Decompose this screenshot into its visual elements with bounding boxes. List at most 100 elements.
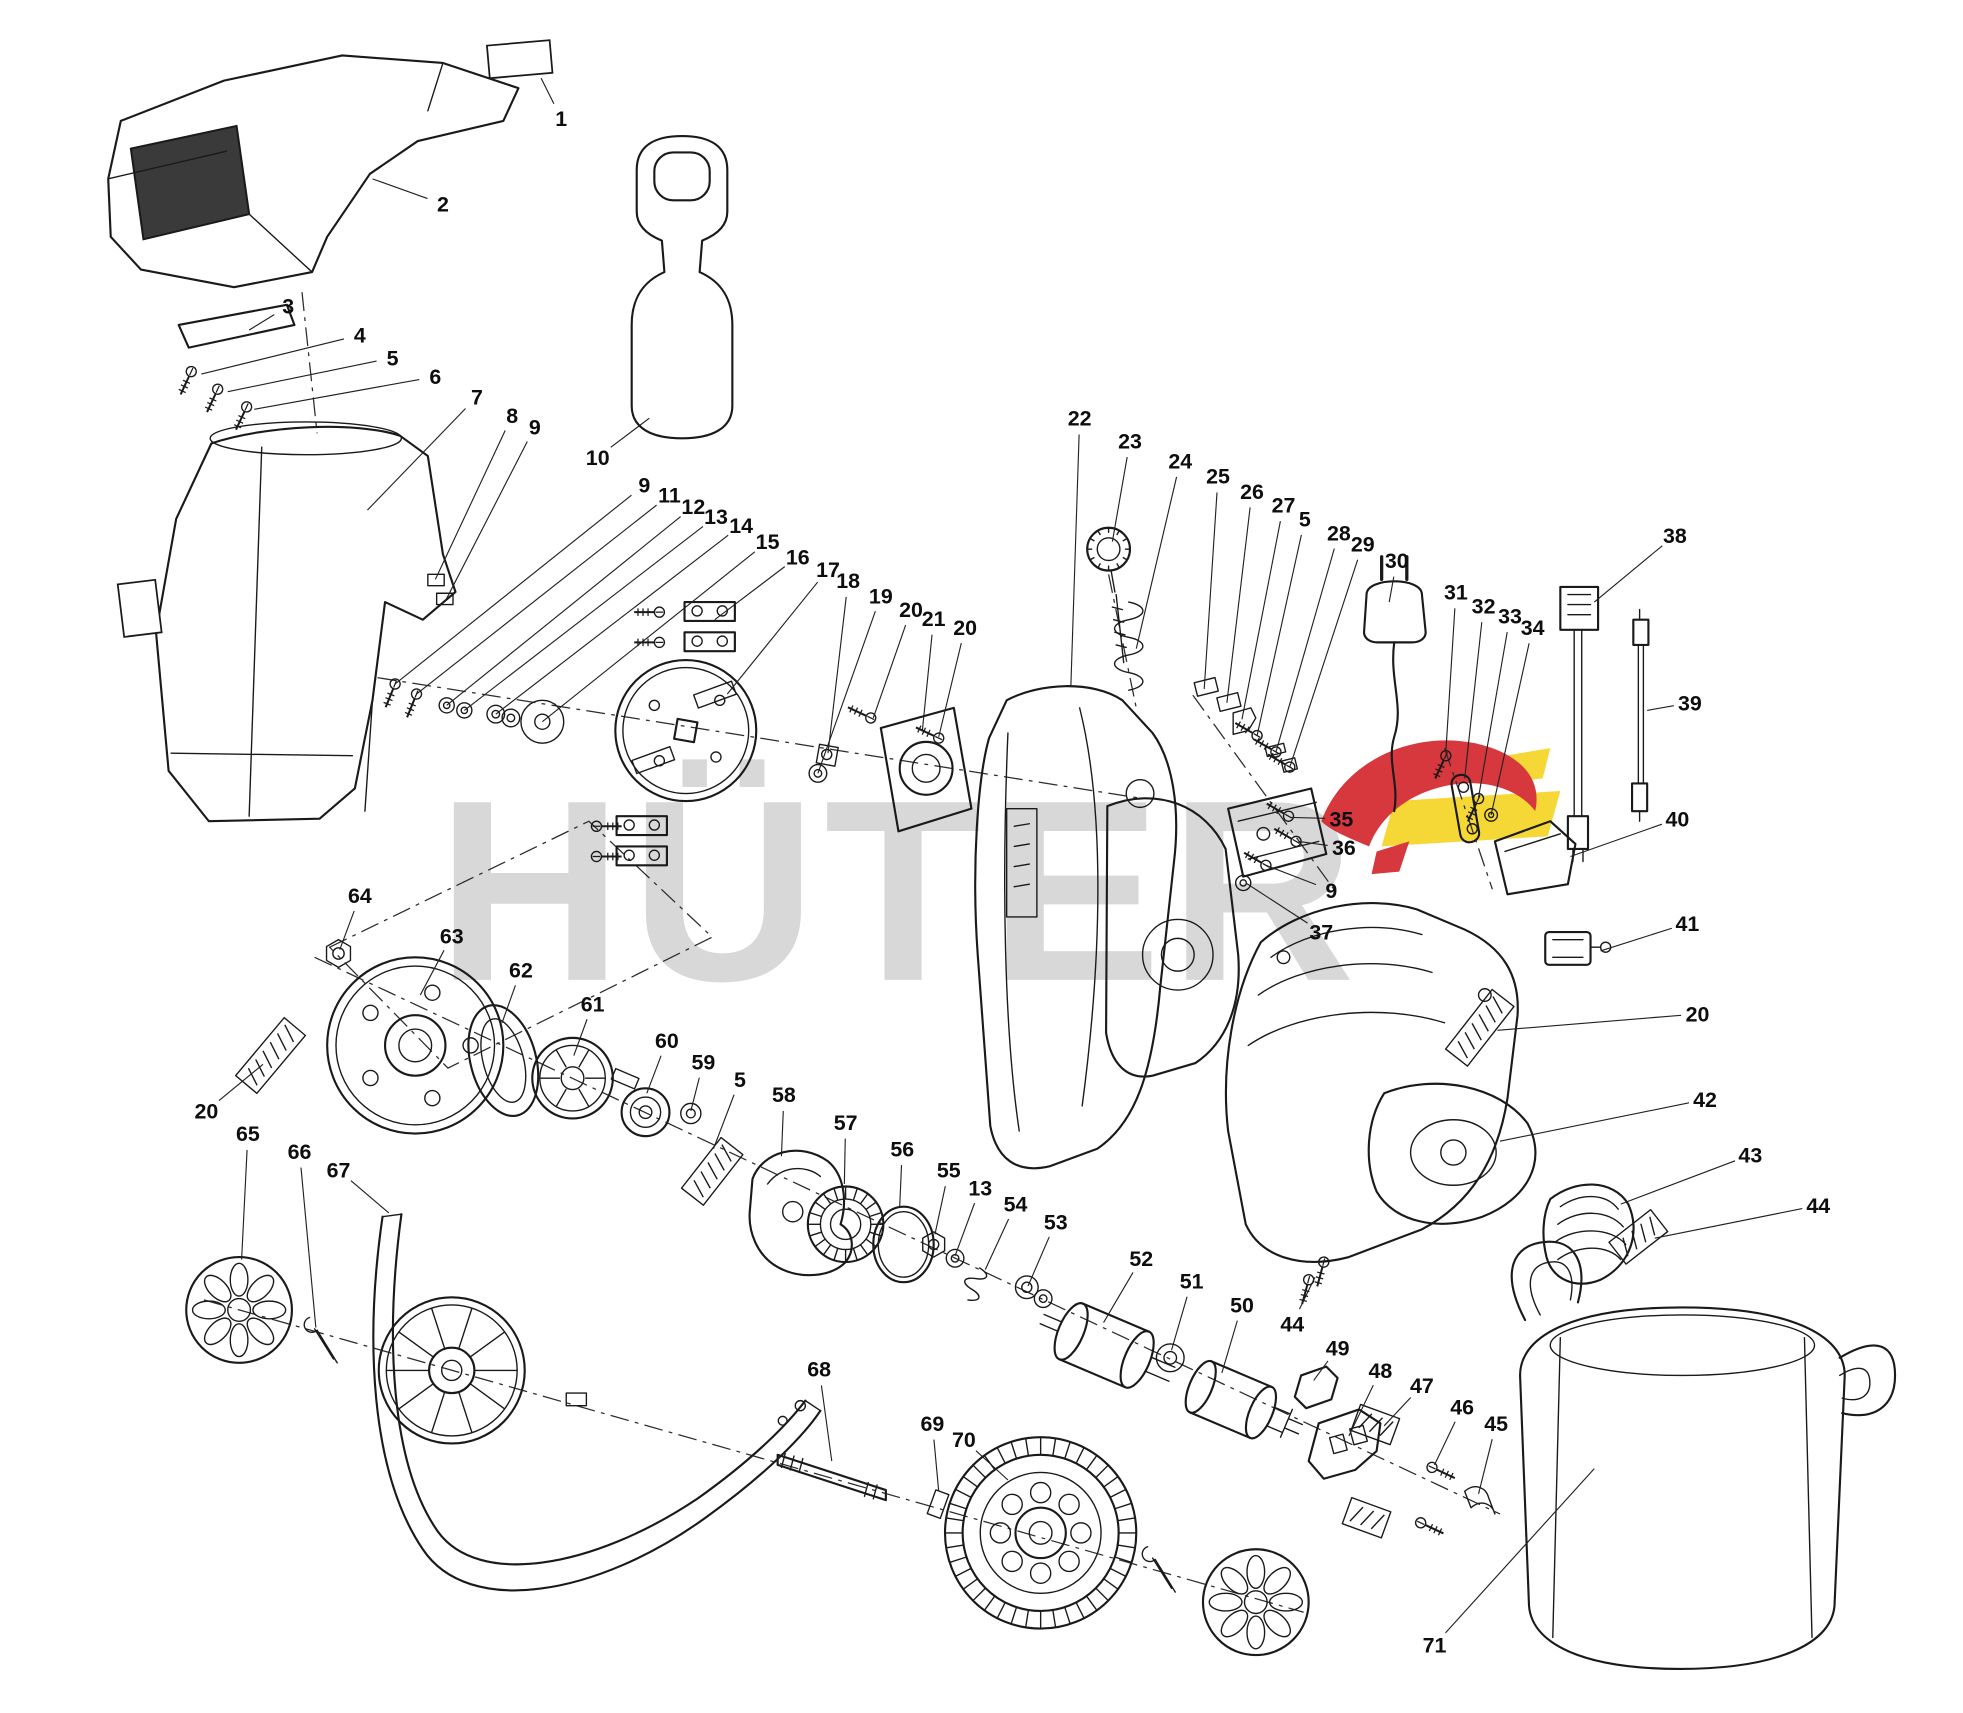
- leader-line: [394, 494, 632, 685]
- bearing-ring: [806, 1185, 885, 1264]
- pusher-bottle: [630, 134, 734, 440]
- leader-line: [1654, 1208, 1803, 1239]
- screw: [1433, 750, 1452, 779]
- washer: [456, 702, 473, 719]
- cotter-pin: [303, 1316, 338, 1364]
- leader-line: [540, 77, 555, 105]
- leader-line: [201, 338, 345, 375]
- part-number-label: 29: [1351, 533, 1375, 557]
- screw: [1243, 851, 1272, 872]
- switch-block: [1227, 787, 1328, 878]
- screw: [1253, 737, 1282, 758]
- part-number-label: 27: [1272, 494, 1296, 518]
- parts-layer: [107, 39, 1897, 1670]
- leader-line: [899, 1165, 903, 1207]
- leader-line: [419, 950, 445, 996]
- part-number-label: 21: [922, 607, 946, 631]
- leader-line: [1313, 1360, 1329, 1381]
- watermark-layer: HÜTER: [437, 740, 1561, 1035]
- leader-line: [1226, 507, 1251, 703]
- part-number-label: 38: [1663, 524, 1687, 548]
- cover-panel: [129, 124, 251, 241]
- screw-pack: [1444, 988, 1515, 1067]
- leader-line: [254, 378, 420, 410]
- leader-line: [241, 1149, 248, 1260]
- brush-holder: [1307, 1408, 1382, 1480]
- screw: [233, 401, 253, 431]
- screw: [1465, 792, 1485, 822]
- housing-vent: [1005, 807, 1038, 918]
- screw: [178, 365, 197, 395]
- hex-nut: [325, 938, 352, 969]
- leader-line: [1433, 1421, 1456, 1466]
- gearbox-plate: [326, 956, 505, 1135]
- leader-line: [1221, 1320, 1238, 1374]
- leader-line: [1445, 608, 1456, 752]
- leader-line: [1593, 545, 1663, 603]
- leader-line: [227, 360, 377, 393]
- leader-line: [1291, 816, 1326, 819]
- part-number-label: 11: [658, 484, 681, 508]
- part-number-label: 34: [1521, 616, 1545, 640]
- axis-gear-motor: [314, 956, 1501, 1515]
- washer: [808, 763, 828, 783]
- part-number-label: 49: [1326, 1336, 1350, 1360]
- cutting-drum: [1039, 1302, 1176, 1389]
- leader-line: [367, 408, 466, 511]
- part-number-label: 19: [869, 584, 893, 608]
- motor-armature: [1184, 1359, 1304, 1440]
- leader-line: [1298, 840, 1328, 846]
- leader-line: [1027, 1236, 1050, 1287]
- leader-line: [1477, 631, 1508, 798]
- leader-line: [1497, 1014, 1682, 1031]
- part-number-label: 13: [704, 505, 728, 529]
- leader-line: [444, 441, 528, 602]
- washer: [680, 1102, 702, 1125]
- part-number-label: 32: [1472, 594, 1496, 618]
- leader-line: [820, 1385, 833, 1462]
- leader-line: [1388, 576, 1395, 603]
- brush-cap: [1293, 1365, 1339, 1410]
- part-number-label: 36: [1332, 836, 1356, 860]
- leader-line: [1477, 1439, 1493, 1494]
- screw: [847, 705, 877, 724]
- drive-belt-ring: [467, 1004, 540, 1118]
- part-number-label: 14: [729, 514, 753, 538]
- part-number-label: 1: [555, 107, 567, 131]
- leader-line: [934, 1186, 946, 1235]
- box-handle-left: [1510, 1240, 1583, 1322]
- funnel-clip: [435, 592, 454, 606]
- leader-line: [1111, 456, 1128, 542]
- hex-nut: [922, 1231, 946, 1258]
- washer: [1033, 1289, 1053, 1309]
- leader-line: [372, 178, 428, 200]
- part-number-label: 15: [756, 530, 780, 554]
- wedge-cover: [1493, 820, 1577, 896]
- washer: [1155, 1343, 1185, 1373]
- part-number-label: 44: [1806, 1194, 1830, 1218]
- leader-line: [933, 1439, 940, 1492]
- screw: [1234, 721, 1263, 742]
- part-number-label: 8: [506, 404, 518, 428]
- part-number-label: 55: [937, 1159, 961, 1183]
- part-number-label: 18: [836, 569, 860, 593]
- screw: [1273, 827, 1302, 848]
- part-number-label: 53: [1044, 1210, 1068, 1234]
- logo-red-swoosh: [1321, 740, 1537, 847]
- part-number-label: 20: [194, 1099, 218, 1123]
- part-number-label: 30: [1385, 549, 1409, 573]
- part-number-label: 44: [1280, 1312, 1304, 1336]
- bottle-handle-hole: [653, 151, 711, 202]
- leader-line: [1647, 705, 1674, 711]
- leader-line: [975, 1450, 1009, 1481]
- leader-line: [1464, 622, 1483, 779]
- washer: [501, 708, 521, 728]
- part-number-label: 70: [952, 1428, 976, 1452]
- wheel-axle: [776, 1452, 887, 1502]
- leader-line: [843, 1138, 846, 1184]
- part-number-label: 6: [429, 365, 441, 389]
- part-number-label: 41: [1676, 912, 1700, 936]
- brand-watermark: HÜTER: [437, 746, 1363, 1035]
- leader-line: [1600, 927, 1673, 952]
- screw-pack: [1608, 1208, 1669, 1265]
